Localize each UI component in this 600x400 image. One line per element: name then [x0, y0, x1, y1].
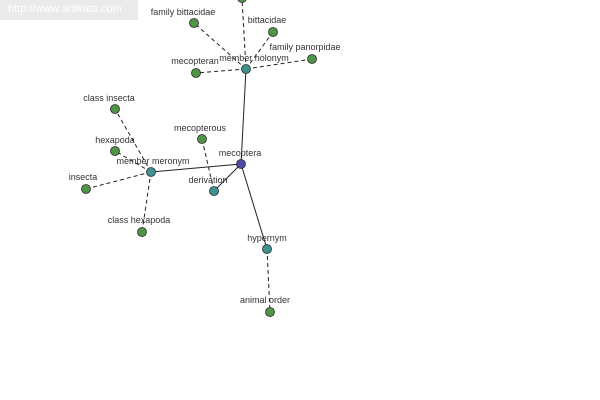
node-family-bittacidae[interactable]: [189, 18, 199, 28]
node-label-derivation[interactable]: derivation: [188, 175, 227, 185]
watermark-banner[interactable]: http://www.artikata.com: [0, 0, 138, 20]
edge-mecoptera-to-member-meronym: [150, 163, 242, 173]
node-label-bittacidae[interactable]: bittacidae: [248, 15, 287, 25]
node-label-mecopterous[interactable]: mecopterous: [174, 123, 227, 133]
edge-mecoptera-to-hypernym: [240, 163, 268, 250]
node-label-insecta[interactable]: insecta: [69, 172, 98, 182]
node-label-family-bittacidae[interactable]: family bittacidae: [151, 7, 216, 17]
edge-hypernym-to-animal-order: [266, 248, 271, 313]
edge-derivation-to-mecopterous: [201, 138, 215, 192]
node-hexapoda[interactable]: [110, 146, 120, 156]
edge-member-meronym-to-class-hexapoda: [141, 171, 152, 233]
node-label-mecopteran[interactable]: mecopteran: [171, 56, 219, 66]
edge-member-holonym-to-bittacidae: [245, 31, 274, 70]
node-mecopteran[interactable]: [191, 68, 201, 78]
node-derivation[interactable]: [209, 186, 219, 196]
node-label-member-meronym[interactable]: member meronym: [116, 156, 189, 166]
edge-member-holonym-to-mecopteran: [195, 68, 247, 74]
node-label-hexapoda[interactable]: hexapoda: [95, 135, 135, 145]
node-label-class-hexapoda[interactable]: class hexapoda: [108, 215, 171, 225]
node-bittacidae[interactable]: [268, 27, 278, 37]
node-family-panorpidae[interactable]: [307, 54, 317, 64]
node-label-animal-order[interactable]: animal order: [240, 295, 290, 305]
node-member-meronym[interactable]: [146, 167, 156, 177]
edges-layer: [85, 0, 313, 313]
node-label-mecoptera[interactable]: mecoptera: [219, 148, 262, 158]
node-label-hypernym[interactable]: hypernym: [247, 233, 287, 243]
edge-mecoptera-to-member-holonym: [240, 68, 247, 165]
node-class-hexapoda[interactable]: [137, 227, 147, 237]
node-hypernym[interactable]: [262, 244, 272, 254]
edge-member-holonym-to-top-cut-node: [241, 0, 247, 70]
node-member-holonym[interactable]: [241, 64, 251, 74]
node-mecoptera[interactable]: [236, 159, 246, 169]
labels-layer: mecoptera member holonym member meronym der…: [69, 7, 341, 305]
edge-member-meronym-to-class-insecta: [114, 108, 152, 173]
node-label-class-insecta[interactable]: class insecta: [83, 93, 135, 103]
node-class-insecta[interactable]: [110, 104, 120, 114]
node-label-family-panorpidae[interactable]: family panorpidae: [269, 42, 340, 52]
node-top-cut-node[interactable]: [237, 0, 247, 3]
node-label-member-holonym[interactable]: member holonym: [219, 53, 289, 63]
node-mecopterous[interactable]: [197, 134, 207, 144]
nodes-layer: [81, 0, 317, 317]
edge-mecoptera-to-derivation: [213, 163, 242, 192]
edge-member-holonym-to-family-bittacidae: [193, 22, 247, 70]
watermark-link[interactable]: http://www.artikata.com: [8, 3, 122, 15]
node-animal-order[interactable]: [265, 307, 275, 317]
node-insecta[interactable]: [81, 184, 91, 194]
